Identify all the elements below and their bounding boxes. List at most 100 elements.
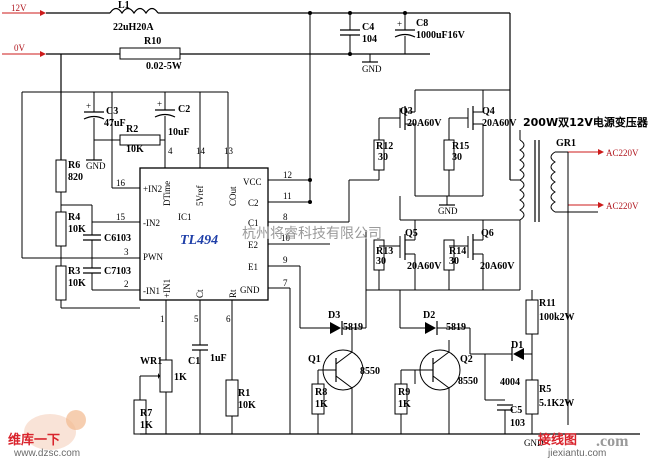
q2-value: 8550 [458,376,478,387]
pin-num-9: 9 [283,255,288,265]
rail-12v [2,10,511,180]
gnd-label-top: GND [362,64,382,74]
r5-value: 5.1K2W [539,398,574,409]
pin-pwn: PWN [143,252,164,262]
r9-label: R9 [398,387,410,398]
r12-label: R12 [376,141,393,152]
transistor-q2 [415,340,461,434]
mosfet-q6 [467,220,484,290]
d1-label: D1 [511,340,523,351]
r15-value: 30 [452,152,462,163]
diode-d2 [425,321,438,335]
d3-value: 5819 [343,322,363,333]
c3-value: 47uF [104,118,126,129]
r8-label: R8 [315,387,327,398]
transformer-secondary [550,151,556,213]
watermark-right-url: jiexiantu.com [547,448,606,458]
c4-value: 104 [362,34,377,45]
r13-label: R13 [376,246,393,257]
wr1-value: 1K [174,372,187,383]
rail-0v [2,51,430,160]
pin-in2p: +IN2 [143,184,162,194]
ic-ref: IC1 [178,212,192,222]
gnd-label-bottom: GND [524,438,544,448]
mosfet-q5 [399,220,416,290]
pin-rt: Rt [228,289,238,298]
r2-value: 10K [126,144,144,155]
r6-label: R6 [68,160,80,171]
ac-out-2: AC220V [606,201,639,211]
watermark-logo-left [24,410,86,450]
c7-value: 103 [116,266,131,277]
c8-label: C8 [416,18,428,29]
r4-label: R4 [68,212,80,223]
resistor-r5 [525,379,539,415]
q5-label: Q5 [405,228,418,239]
q2-label: Q2 [460,354,473,365]
transistor-q1 [318,340,364,434]
resistor-r10 [119,47,181,60]
pin-num-6: 6 [226,314,231,324]
pin-num-10: 10 [281,233,291,243]
d2-value: 5819 [446,322,466,333]
resistor-r11 [525,299,539,335]
diode-d3 [330,321,343,335]
r11-label: R11 [539,298,556,309]
ac-out-1: AC220V [606,148,639,158]
r9-value: 1K [398,399,411,410]
q4-value: 20A60V [482,118,517,129]
r2-label: R2 [126,124,138,135]
c8-value: 1000uF16V [416,30,466,41]
pin-num-4: 4 [168,146,173,156]
pin-num-5: 5 [194,314,199,324]
c7-label: C7 [104,266,116,277]
svg-text:+: + [157,99,162,109]
pin-gnd: GND [240,285,260,295]
mosfet-q3 [399,90,416,150]
capacitor-c3: + [83,92,105,158]
r10-value: 0.02-5W [146,61,182,72]
c1-label: C1 [188,356,200,367]
pin-c2: C2 [248,198,259,208]
capacitor-c4 [340,13,360,54]
ic-name: TL494 [180,233,218,248]
d1-value: 4004 [500,377,520,388]
pin-in1p: +IN1 [162,279,172,298]
c5-label: C5 [510,405,522,416]
q1-label: Q1 [308,354,321,365]
pin-in1n: -IN1 [143,286,160,296]
l1-value: 22uH20A [113,22,154,33]
resistor-r3 [55,265,67,301]
q5-value: 20A60V [407,261,442,272]
gnd-label-c3: GND [86,161,106,171]
pin-num-12: 12 [283,170,292,180]
c1-value: 1uF [210,353,227,364]
r7-label: R7 [140,408,152,419]
r7-value: 1K [140,420,153,431]
r12-value: 30 [378,152,388,163]
pin-num-11: 11 [283,191,292,201]
watermark-left-cn: 维库一下 [8,432,60,447]
r1-value: 10K [238,400,256,411]
r5-label: R5 [539,384,551,395]
pin-in2n: -IN2 [143,218,160,228]
q6-label: Q6 [481,228,494,239]
pin-e1: E1 [248,262,258,272]
capacitor-c1 [192,344,208,430]
svg-text:+: + [86,101,91,111]
watermark-right-com: .com [596,433,629,450]
resistor-r1 [225,379,239,417]
c6-label: C6 [104,233,116,244]
pin-dtime: DTime [162,181,172,206]
r3-value: 10K [68,278,86,289]
pin-cout: COut [228,186,238,206]
c4-label: C4 [362,22,374,33]
capacitor-c2: + [154,92,176,168]
capacitor-c7 [83,258,101,290]
r10-label: R10 [144,36,161,47]
rail-0v-label: 0V [14,43,26,53]
r8-value: 1K [315,399,328,410]
gnd-label-mid: GND [438,206,458,216]
c5-value: 103 [510,418,525,429]
